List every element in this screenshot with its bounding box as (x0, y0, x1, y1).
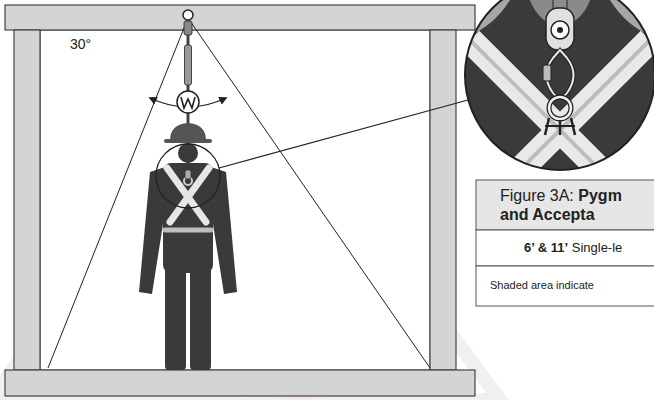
legend-table (476, 180, 654, 230)
anchor-lanyard (184, 21, 192, 35)
anchor-lanyard (183, 10, 193, 20)
legend-table (476, 230, 654, 266)
label-text: Figure 3A: (500, 187, 574, 204)
zoom-detail (546, 8, 574, 50)
worker-figure (165, 262, 186, 370)
support-frame (430, 30, 456, 370)
zoom-detail (520, 40, 650, 170)
table-cell: 6’ & 11’ Single-le (524, 240, 626, 256)
swing-zone-lines (48, 18, 430, 368)
support-frame (5, 5, 475, 30)
anchor-lanyard (177, 91, 199, 113)
support-frame (40, 30, 430, 370)
anchor-lanyard (181, 97, 195, 108)
worker-figure (139, 167, 166, 294)
zoom-detail (455, 0, 654, 180)
zoom-detail (557, 27, 563, 33)
harness-straps (170, 168, 209, 222)
worker-figure (164, 139, 212, 143)
zoom-detail (549, 97, 571, 119)
leader-line (219, 100, 468, 168)
support-frame (5, 370, 475, 396)
d-ring (185, 170, 191, 179)
worker-figure (210, 167, 237, 294)
legend-table (476, 266, 654, 306)
anchor-lanyard (185, 45, 192, 85)
harness-straps (165, 228, 211, 233)
zoom-detail (520, 40, 650, 170)
swing-zone-lines (188, 18, 430, 368)
harness-straps (165, 168, 211, 230)
angle-label: 30° (70, 36, 95, 53)
zoom-detail (455, 0, 654, 180)
zoom-detail (470, 40, 600, 170)
label-text: 30° (70, 36, 91, 52)
worker-figure (190, 262, 211, 370)
table-title: Figure 3A:Pygm and Accepta (500, 186, 624, 224)
zoom-detail (543, 65, 551, 81)
label-text: Shaded area indicate (490, 279, 594, 291)
zoom-detail (549, 97, 571, 119)
worker-figure (163, 163, 213, 273)
label-text: Single-le (572, 240, 623, 255)
table-note: Shaded area indicate (490, 279, 597, 292)
support-frame (14, 30, 40, 370)
d-ring (184, 170, 192, 185)
worker-figure (178, 143, 198, 163)
support-frame (5, 5, 475, 396)
zoom-detail (545, 118, 575, 135)
zoom-detail (551, 21, 569, 39)
legend-table (476, 180, 654, 306)
anchor-lanyard (177, 10, 199, 175)
zoom-detail (545, 125, 575, 127)
detail-callout (156, 144, 220, 208)
worker-figure (170, 123, 206, 141)
label-text: 6’ & 11’ (524, 240, 568, 255)
zoom-outline (465, 0, 654, 170)
worker-figure (139, 123, 237, 370)
